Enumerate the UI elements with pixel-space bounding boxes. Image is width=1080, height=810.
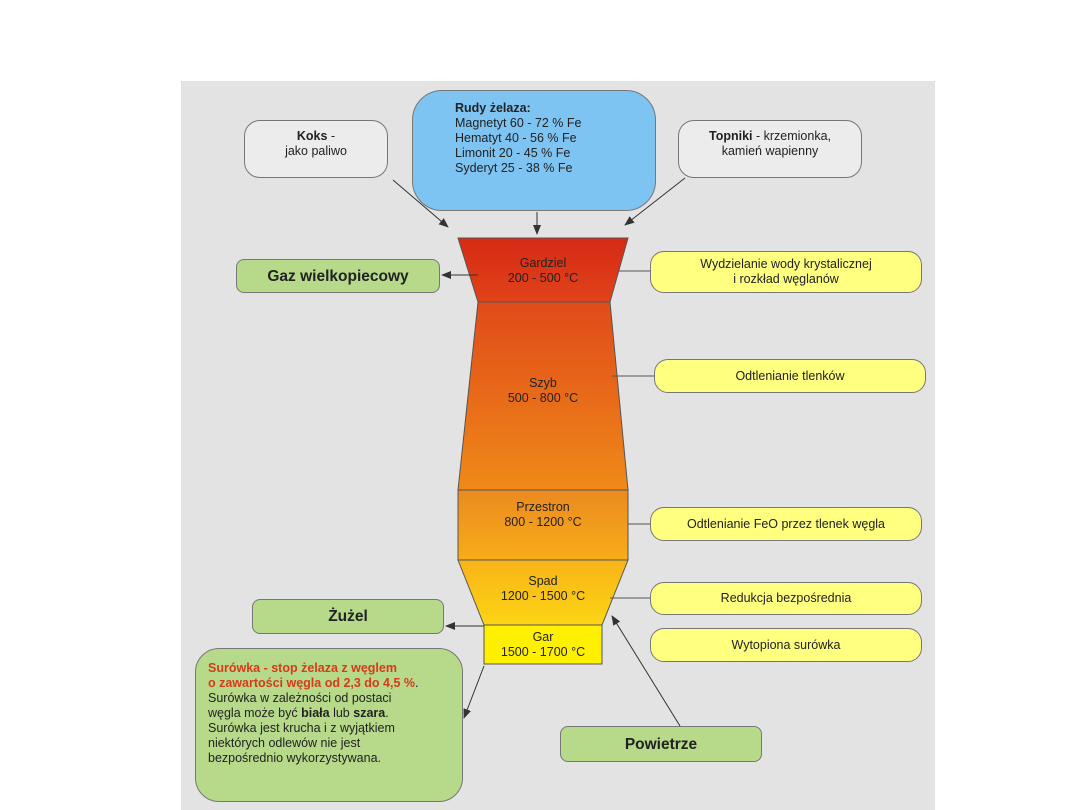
zone-temp: 500 - 800 °C <box>507 391 579 405</box>
surowka-biala: biała <box>301 706 330 720</box>
zone-name: Szyb <box>529 376 557 390</box>
zone-gar-label: Gar 1500 - 1700 °C <box>453 630 633 660</box>
zone-name: Przestron <box>516 500 570 514</box>
koks-title: Koks <box>296 129 328 143</box>
process-gardziel: Wydzielanie wody krystalicznej i rozkład… <box>650 251 922 293</box>
zone-gardziel-label: Gardziel 200 - 500 °C <box>453 256 633 286</box>
zone-temp: 800 - 1200 °C <box>504 515 582 529</box>
output-gaz-label: Gaz wielkopiecowy <box>267 267 409 285</box>
koks-suffix: - <box>327 129 336 143</box>
surowka-red-line: Surówka - stop żelaza z węglem <box>208 661 452 676</box>
zone-spad-label: Spad 1200 - 1500 °C <box>453 574 633 604</box>
topniki-title: Topniki <box>708 129 753 143</box>
surowka-line: Surówka jest krucha i z wyjątkiem <box>208 721 395 735</box>
surowka-red1: Surówka - stop żelaza z węglem <box>208 661 397 675</box>
output-powietrze-label: Powietrze <box>624 735 698 753</box>
output-gaz: Gaz wielkopiecowy <box>236 259 440 293</box>
process-text: Odtlenianie FeO przez tlenek węgla <box>686 516 886 531</box>
surowka-l2b: lub <box>329 706 354 720</box>
surowka-red-end: . <box>415 676 419 690</box>
output-zuzel: Żużel <box>252 599 444 634</box>
process-spad: Redukcja bezpośrednia <box>650 582 922 615</box>
surowka-l2c: . <box>385 706 389 720</box>
topniki-line1: Topniki - krzemionka, <box>679 129 861 144</box>
rudy-box: Rudy żelaza: Magnetyt 60 - 72 % Fe Hemat… <box>412 90 656 211</box>
zone-name: Gardziel <box>519 256 567 270</box>
zone-przestron-label: Przestron 800 - 1200 °C <box>453 500 633 530</box>
rudy-line: Magnetyt 60 - 72 % Fe <box>455 116 582 130</box>
rudy-line: Hematyt 40 - 56 % Fe <box>455 131 577 145</box>
zone-szyb-label: Szyb 500 - 800 °C <box>453 376 633 406</box>
process-text: Wytopiona surówka <box>731 637 841 652</box>
zone-name: Gar <box>532 630 554 644</box>
zone-temp: 1200 - 1500 °C <box>500 589 586 603</box>
surowka-line: niektórych odlewów nie jest <box>208 736 361 750</box>
arrow-topniki <box>624 177 686 226</box>
koks-title-line: Koks - <box>245 129 387 144</box>
surowka-red2: o zawartości węgla od 2,3 do 4,5 % <box>208 676 416 690</box>
process-text: Wydzielanie wody krystalicznej <box>700 257 872 271</box>
koks-desc: jako paliwo <box>285 144 347 158</box>
output-powietrze: Powietrze <box>560 726 762 762</box>
process-gar: Wytopiona surówka <box>650 628 922 662</box>
rudy-line: Syderyt 25 - 38 % Fe <box>455 161 573 175</box>
process-przestron: Odtlenianie FeO przez tlenek węgla <box>650 507 922 541</box>
arrow-powietrze <box>611 615 681 727</box>
surowka-line: Surówka w zależności od postaci <box>208 691 392 705</box>
arrow-surowka <box>463 665 485 719</box>
zone-temp: 200 - 500 °C <box>507 271 579 285</box>
surowka-red-line: o zawartości węgla od 2,3 do 4,5 %. <box>208 676 452 691</box>
topniki-box: Topniki - krzemionka, kamień wapienny <box>678 120 862 178</box>
topniki-rest1: - krzemionka, <box>752 129 831 143</box>
zone-name: Spad <box>528 574 558 588</box>
rudy-title: Rudy żelaza: <box>455 101 531 115</box>
surowka-l2a: węgla może być <box>208 706 302 720</box>
process-text: Redukcja bezpośrednia <box>720 591 852 605</box>
process-text: Odtlenianie tlenków <box>735 368 845 383</box>
topniki-rest2: kamień wapienny <box>721 144 819 158</box>
process-szyb: Odtlenianie tlenków <box>654 359 926 393</box>
surowka-box: Surówka - stop żelaza z węglem o zawarto… <box>195 648 463 802</box>
arrow-koks <box>392 179 449 228</box>
output-zuzel-label: Żużel <box>328 608 368 625</box>
process-text: i rozkład węglanów <box>733 272 839 286</box>
zone-gar-shape <box>483 624 603 665</box>
rudy-line: Limonit 20 - 45 % Fe <box>455 146 571 160</box>
surowka-line: bezpośrednio wykorzystywana. <box>208 751 381 765</box>
zone-temp: 1500 - 1700 °C <box>500 645 586 659</box>
koks-box: Koks - jako paliwo <box>244 120 388 178</box>
surowka-line: węgla może być biała lub szara. <box>208 706 452 721</box>
surowka-szara: szara <box>353 706 386 720</box>
